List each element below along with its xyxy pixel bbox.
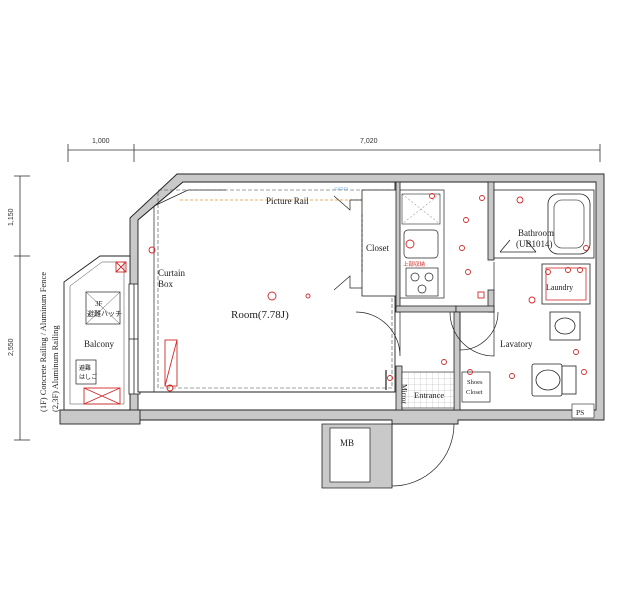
- closet-label: Closet: [366, 243, 390, 253]
- railing-note-1: (1F) Concrete Railing / Aluminum Fence: [38, 272, 48, 412]
- mb-label: MB: [340, 438, 354, 448]
- electrical-markers: [441, 195, 485, 375]
- kitchen-sink: [403, 229, 439, 259]
- hatch-label-2: 避難ハッチ: [87, 309, 122, 318]
- balcony-label: Balcony: [84, 339, 114, 349]
- escape-ladder: [75, 359, 97, 385]
- escape-label-2: はしご: [79, 373, 97, 381]
- lavatory-label: Lavatory: [500, 339, 533, 349]
- mirror-label: Mirror: [400, 384, 409, 404]
- dimension-lines: [14, 144, 601, 441]
- svg-text:上部収納: 上部収納: [403, 260, 426, 268]
- ceiling-light: [267, 291, 277, 301]
- laundry-label: Laundry: [546, 283, 573, 292]
- pipe-space: [571, 403, 595, 419]
- interior-walls: [395, 181, 495, 411]
- curtain-box-label-1: Curtain: [158, 268, 185, 278]
- picture-rail-label: Picture Rail: [266, 196, 309, 206]
- railing-note-2: (2,3F) Aluminum Railing: [50, 325, 60, 412]
- curtain-box-label-2: Box: [158, 279, 174, 289]
- front-door: [391, 423, 455, 487]
- floor-heater-mark: [164, 339, 178, 387]
- bathroom: [493, 189, 595, 259]
- entrance-label: Entrance: [414, 390, 444, 400]
- shoes-closet-label-2: Closet: [466, 389, 483, 396]
- dim-top-left: 1,000: [92, 138, 110, 145]
- room-label: Room(7.78J): [231, 309, 289, 321]
- closet: [333, 189, 399, 297]
- lavatory: [531, 311, 581, 397]
- main-room: ▭▭▭: [137, 181, 396, 393]
- shoes-closet: [461, 371, 491, 403]
- meter-box: [321, 423, 393, 489]
- ac-outdoor-unit: [83, 387, 121, 405]
- bathroom-label-1: Bathroom: [518, 228, 554, 238]
- bathroom-label-2: (UB1014): [516, 239, 553, 249]
- shoes-closet-label-1: Shoes: [467, 379, 483, 386]
- gas-stove: [405, 267, 439, 297]
- interior-doors: [355, 262, 499, 357]
- svg-text:▭▭▭: ▭▭▭: [334, 186, 348, 192]
- room-door: [355, 311, 401, 357]
- dim-side-lower: 2,550: [8, 338, 15, 356]
- escape-hatch: [85, 291, 121, 325]
- hatch-label-1: 3F: [95, 300, 103, 308]
- dim-top-right: 7,020: [360, 138, 378, 145]
- kitchen-counter: [397, 189, 445, 299]
- bathtub: [547, 193, 591, 255]
- escape-label-1: 避難: [79, 364, 91, 372]
- balcony-area: [63, 255, 131, 411]
- entrance-area: [401, 371, 491, 409]
- dim-side-upper: 1,150: [8, 208, 15, 226]
- ps-label: PS: [576, 408, 584, 417]
